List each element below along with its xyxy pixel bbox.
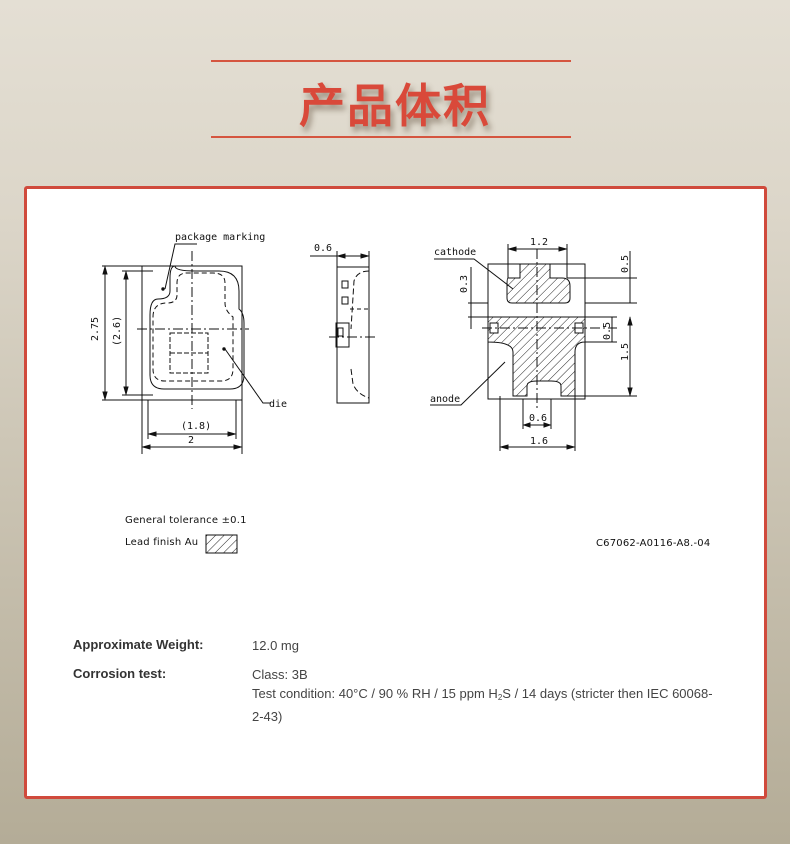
top-view (102, 243, 271, 454)
label-anode: anode (430, 394, 460, 405)
label-package-marking: package marking (175, 232, 265, 243)
package-outline-card: package marking die 2.75 (2.6) (1.8) 2 0… (24, 186, 767, 799)
label-cathode: cathode (434, 247, 476, 258)
dim-bottom-tab: 0.6 (529, 413, 547, 424)
dim-gap: 0.3 (459, 275, 470, 293)
label-die: die (269, 399, 287, 410)
dim-height: 2.75 (90, 317, 101, 341)
condition-subscript: 2 (497, 693, 503, 702)
condition-text-pre: Test condition: 40°C / 90 % RH / 15 ppm … (252, 686, 498, 701)
title-rule-bottom (211, 136, 571, 138)
dim-thickness: 0.6 (314, 243, 332, 254)
corrosion-label: Corrosion test: (73, 666, 167, 681)
page-title: 产品体积 (299, 79, 491, 133)
dim-anode-tab: 0.5 (602, 322, 613, 340)
side-view (310, 251, 377, 404)
weight-value: 12.0 mg (252, 638, 299, 653)
bottom-view (430, 244, 637, 451)
dim-inner-width: (1.8) (181, 421, 211, 432)
dim-top-width: 1.2 (530, 237, 548, 248)
dim-inner-height: (2.6) (112, 316, 123, 346)
corrosion-condition: Test condition: 40°C / 90 % RH / 15 ppm … (252, 684, 722, 726)
dim-anode-width: 1.6 (530, 436, 548, 447)
drawing-number: C67062-A0116-A8.-04 (596, 538, 711, 549)
lead-finish-note: Lead finish Au (125, 537, 199, 548)
condition-text-post: S / 14 days (stricter then IEC 60068-2-4… (252, 686, 713, 724)
dim-anode-height: 1.5 (620, 343, 631, 361)
title-rule-top (211, 60, 571, 62)
corrosion-class: Class: 3B (252, 667, 308, 682)
package-outline-drawing: package marking die 2.75 (2.6) (1.8) 2 0… (90, 232, 637, 554)
dim-width: 2 (188, 435, 194, 446)
corrosion-value: Class: 3B Test condition: 40°C / 90 % RH… (252, 665, 722, 726)
weight-label: Approximate Weight: (73, 637, 204, 652)
general-tolerance-note: General tolerance ±0.1 (125, 515, 247, 526)
lead-finish-swatch (205, 534, 238, 554)
dim-cathode-height: 0.5 (620, 255, 631, 273)
